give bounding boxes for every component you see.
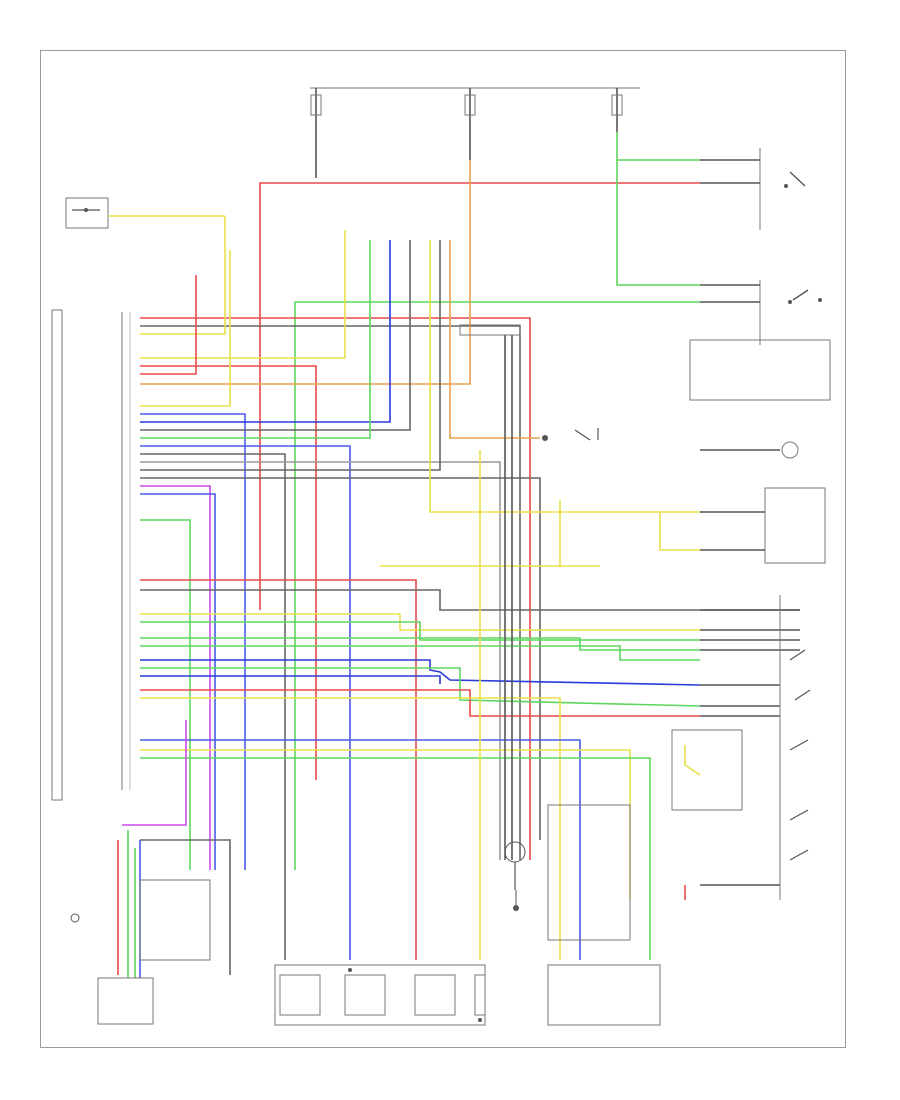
ecm-connector [51,309,131,801]
vehicle-speed-sensor [700,441,799,459]
data-link-connector [70,879,211,1025]
brake-switch-group [689,148,831,401]
throttle-position-sensor [700,487,826,564]
diagram-frame [40,50,846,1048]
solenoid-assembly [274,964,486,1026]
fuse-3 [611,94,623,116]
brake-switch [65,197,225,229]
transmission-range-switch [671,595,811,900]
ground-symbols [348,890,519,1022]
fuse-1 [310,94,322,116]
solenoid-harness [459,324,526,890]
fuse-box-top [310,87,640,178]
wire-harness [117,132,800,978]
fuse-2 [464,94,476,116]
oil-pressure-switch [542,428,599,441]
junction-block-box [689,339,831,401]
shift-lock-box [547,804,661,1026]
